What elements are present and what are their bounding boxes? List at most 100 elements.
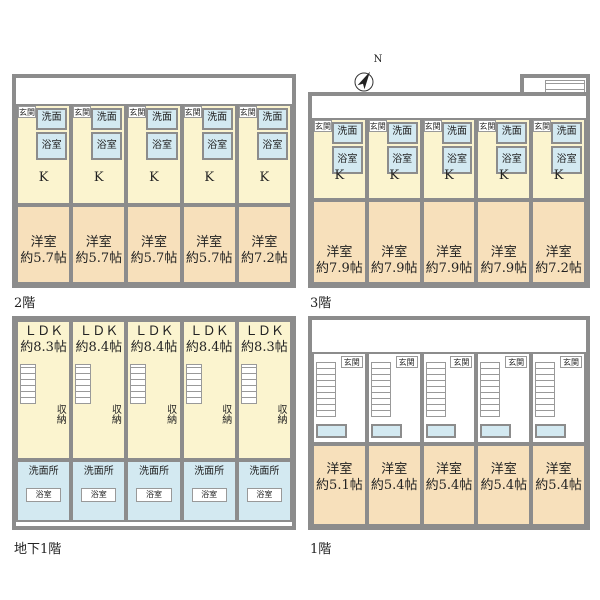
genkan-label: 玄関	[560, 356, 582, 368]
room-label: 洋室	[196, 235, 223, 250]
washroom-label: 洗面	[96, 112, 117, 123]
room-size: 約7.9帖	[316, 261, 363, 276]
unit-0-western-room	[312, 444, 367, 526]
unit-2-western-room	[421, 200, 477, 284]
room-size: 約5.7帖	[185, 251, 233, 266]
bathroom-label: 浴室	[26, 488, 62, 502]
washroom-label: 洗面所	[28, 466, 59, 477]
room-label: 洋室	[381, 462, 408, 477]
washroom-label: 洗面所	[249, 466, 280, 477]
bathroom	[332, 146, 363, 174]
washroom-label: 洗面所	[194, 466, 225, 477]
north-compass-icon	[352, 58, 376, 94]
genkan-label: 玄関	[183, 106, 202, 118]
room-size: 約5.4帖	[425, 478, 473, 493]
toilet	[425, 424, 457, 438]
ldk-size: 約8.4帖	[130, 340, 178, 355]
ldk-label: ＬＤＫ	[189, 324, 229, 339]
room-label: 洋室	[251, 235, 278, 250]
room-size: 約5.7帖	[20, 251, 67, 266]
toilet	[316, 424, 347, 438]
unit-3-western-room	[181, 205, 237, 284]
bathroom-label: 浴室	[96, 140, 117, 151]
genkan-label: 玄関	[368, 120, 387, 132]
floor-label: 地下1階	[14, 542, 62, 557]
ldk-size: 約8.3帖	[20, 340, 67, 355]
washroom	[146, 108, 178, 130]
room-size: 約7.2帖	[535, 261, 582, 276]
unit-2-entry	[421, 352, 477, 444]
unit-1-entry	[366, 352, 422, 444]
genkan-label: 玄関	[314, 120, 332, 132]
genkan-label: 玄関	[423, 120, 442, 132]
kitchen-label: K	[389, 168, 400, 183]
washroom-label: 洗面	[207, 112, 228, 123]
storage-label: 収納	[219, 404, 231, 424]
bathroom-label: 浴室	[81, 488, 117, 502]
room-label: 洋室	[545, 245, 572, 260]
ldk-size: 約8.4帖	[75, 340, 123, 355]
room-label: 洋室	[490, 245, 517, 260]
bathroom	[551, 146, 582, 174]
unit-1-western-room	[366, 200, 422, 284]
unit-2-western-room	[126, 205, 182, 284]
kitchen-label: K	[93, 170, 104, 185]
bathroom-label: 浴室	[501, 154, 522, 165]
room-size: 約7.9帖	[480, 261, 528, 276]
washroom	[441, 122, 473, 144]
bathroom	[36, 132, 68, 160]
ldk-label: ＬＤＫ	[79, 324, 119, 339]
washroom	[386, 122, 418, 144]
unit-3-western-room	[476, 200, 532, 284]
unit-4-entry	[531, 352, 586, 444]
kitchen-label: K	[149, 170, 159, 185]
bathroom-label: 浴室	[191, 488, 227, 502]
unit-4-western-room	[236, 205, 292, 284]
genkan-label: 玄関	[18, 106, 36, 118]
room-label: 洋室	[381, 245, 408, 260]
stairs	[185, 364, 202, 404]
room-size: 約5.4帖	[535, 478, 582, 493]
stairs	[316, 362, 336, 417]
washroom	[551, 122, 582, 144]
bathroom-label: 浴室	[151, 140, 172, 151]
room-label: 洋室	[490, 462, 517, 477]
room-label: 洋室	[85, 235, 112, 250]
kitchen-label: K	[444, 168, 454, 183]
floor-label: 3階	[310, 296, 332, 311]
genkan-label: 玄関	[450, 356, 473, 368]
bathroom	[146, 132, 178, 160]
unit-4-western-room	[531, 200, 586, 284]
kitchen-label: K	[334, 168, 345, 183]
stairs	[480, 362, 501, 417]
genkan-label: 玄関	[73, 106, 92, 118]
genkan-label: 玄関	[505, 356, 528, 368]
washroom-label: 洗面	[41, 112, 62, 123]
stairs	[240, 364, 257, 404]
washroom-label: 洗面	[392, 126, 413, 137]
bathroom-label: 浴室	[262, 140, 283, 151]
kitchen-label: K	[259, 170, 270, 185]
ldk-size: 約8.4帖	[185, 340, 233, 355]
unit-4-western-room	[531, 444, 586, 526]
washroom-label: 洗面	[446, 126, 467, 137]
genkan-label: 玄関	[128, 106, 147, 118]
ldk-label: ＬＤＫ	[24, 324, 64, 339]
room-size: 約5.4帖	[480, 478, 528, 493]
bathroom-label: 浴室	[446, 154, 467, 165]
kitchen-label: K	[553, 168, 564, 183]
genkan-label: 玄関	[395, 356, 418, 368]
stairs	[75, 364, 92, 404]
genkan-label: 玄関	[238, 106, 257, 118]
room-label: 洋室	[435, 462, 462, 477]
genkan-label: 玄関	[340, 356, 363, 368]
unit-1-western-room	[71, 205, 127, 284]
washroom	[332, 122, 363, 144]
genkan-label: 玄関	[533, 120, 552, 132]
stairs	[535, 362, 556, 417]
unit-3-entry	[476, 352, 532, 444]
bathroom-label: 浴室	[337, 154, 358, 165]
stairs	[130, 364, 147, 404]
ldk-label: ＬＤＫ	[134, 324, 174, 339]
washroom-label: 洗面所	[138, 466, 169, 477]
